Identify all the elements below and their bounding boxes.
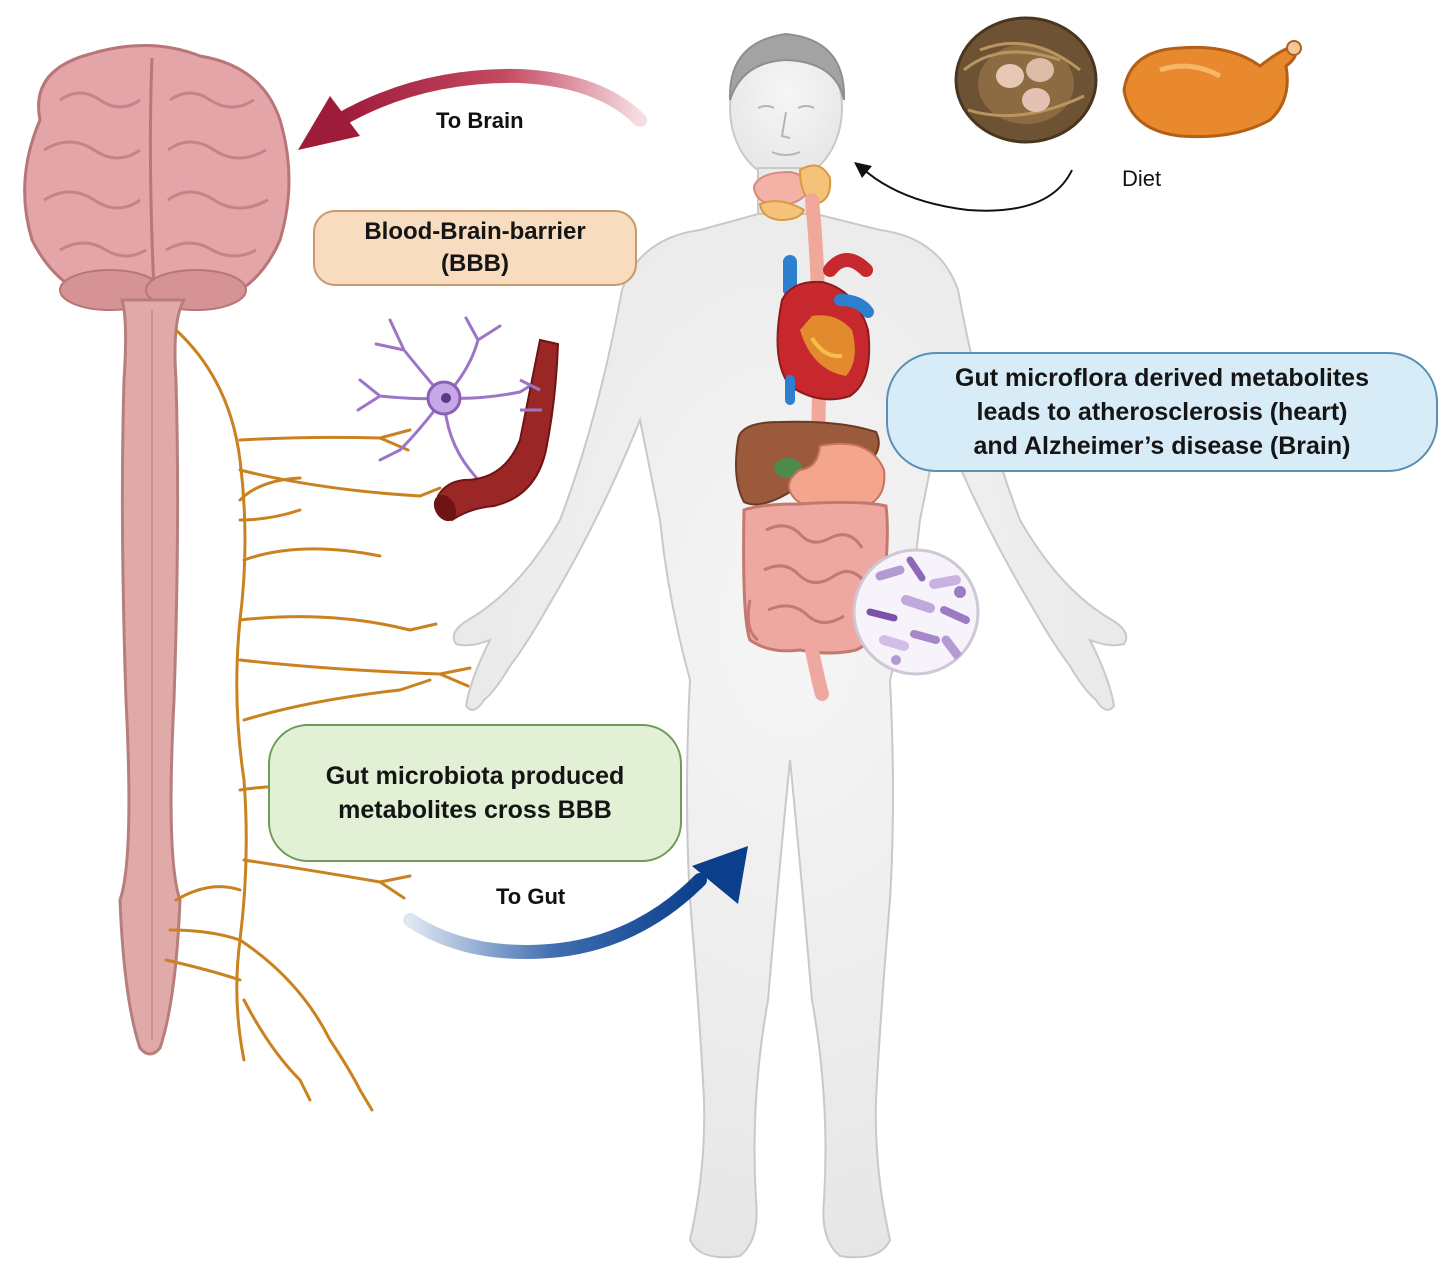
to-brain-arrow [298,68,647,150]
brain-icon [23,43,291,311]
to-brain-label: To Brain [436,108,524,133]
microflora-metabolites-box: Gut microflora derived metabolites leads… [886,352,1438,472]
diet-arrow [854,162,1073,212]
to-gut-label: To Gut [496,884,566,909]
nerve-network-icon [164,328,472,1112]
blood-vessel-icon [433,338,560,522]
bacteria-icon [852,548,980,676]
face-features [757,105,815,156]
to-gut-arrow [403,846,748,959]
gut-microbiota-box: Gut microbiota produced metabolites cros… [268,724,682,862]
roast-chicken-icon [1122,40,1302,139]
heart-icon [776,253,874,405]
bbb-box: Blood-Brain-barrier (BBB) [313,210,637,286]
salivary-gland-icon [752,164,832,222]
diet-label: Diet [1122,166,1162,191]
egg-nest-icon [954,16,1098,144]
intestine-icon [742,500,889,701]
